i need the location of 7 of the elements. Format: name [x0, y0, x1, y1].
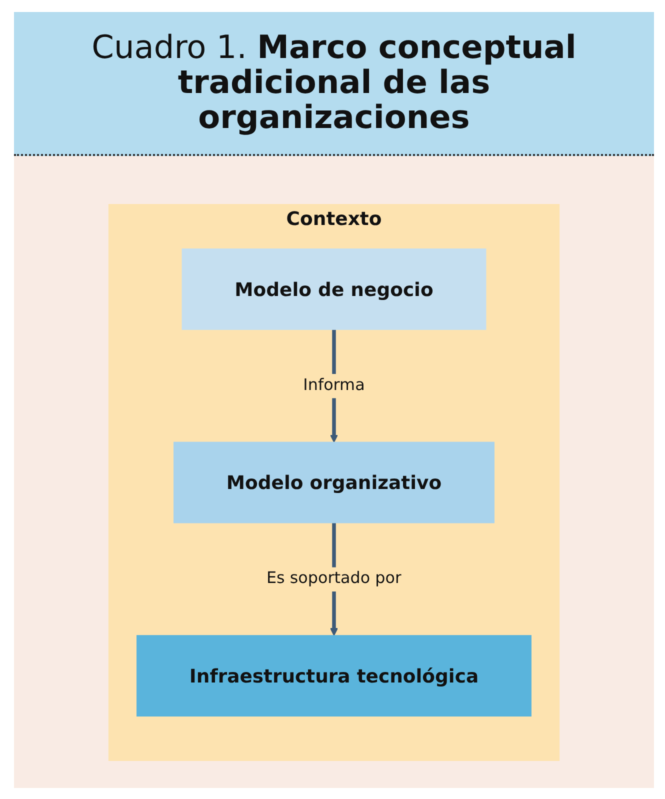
- group-title: Contexto: [286, 207, 382, 230]
- process-box: Modelo de negocio: [182, 248, 486, 330]
- title: Cuadro 1. Marco conceptual tradicional de las organizaciones: [14, 12, 654, 156]
- edge-label: Es soportado por: [266, 567, 402, 592]
- edge-label: Informa: [303, 374, 365, 398]
- process-box: Modelo organizativo: [174, 442, 494, 524]
- process-box: Infraestructura tecnológica: [136, 635, 532, 717]
